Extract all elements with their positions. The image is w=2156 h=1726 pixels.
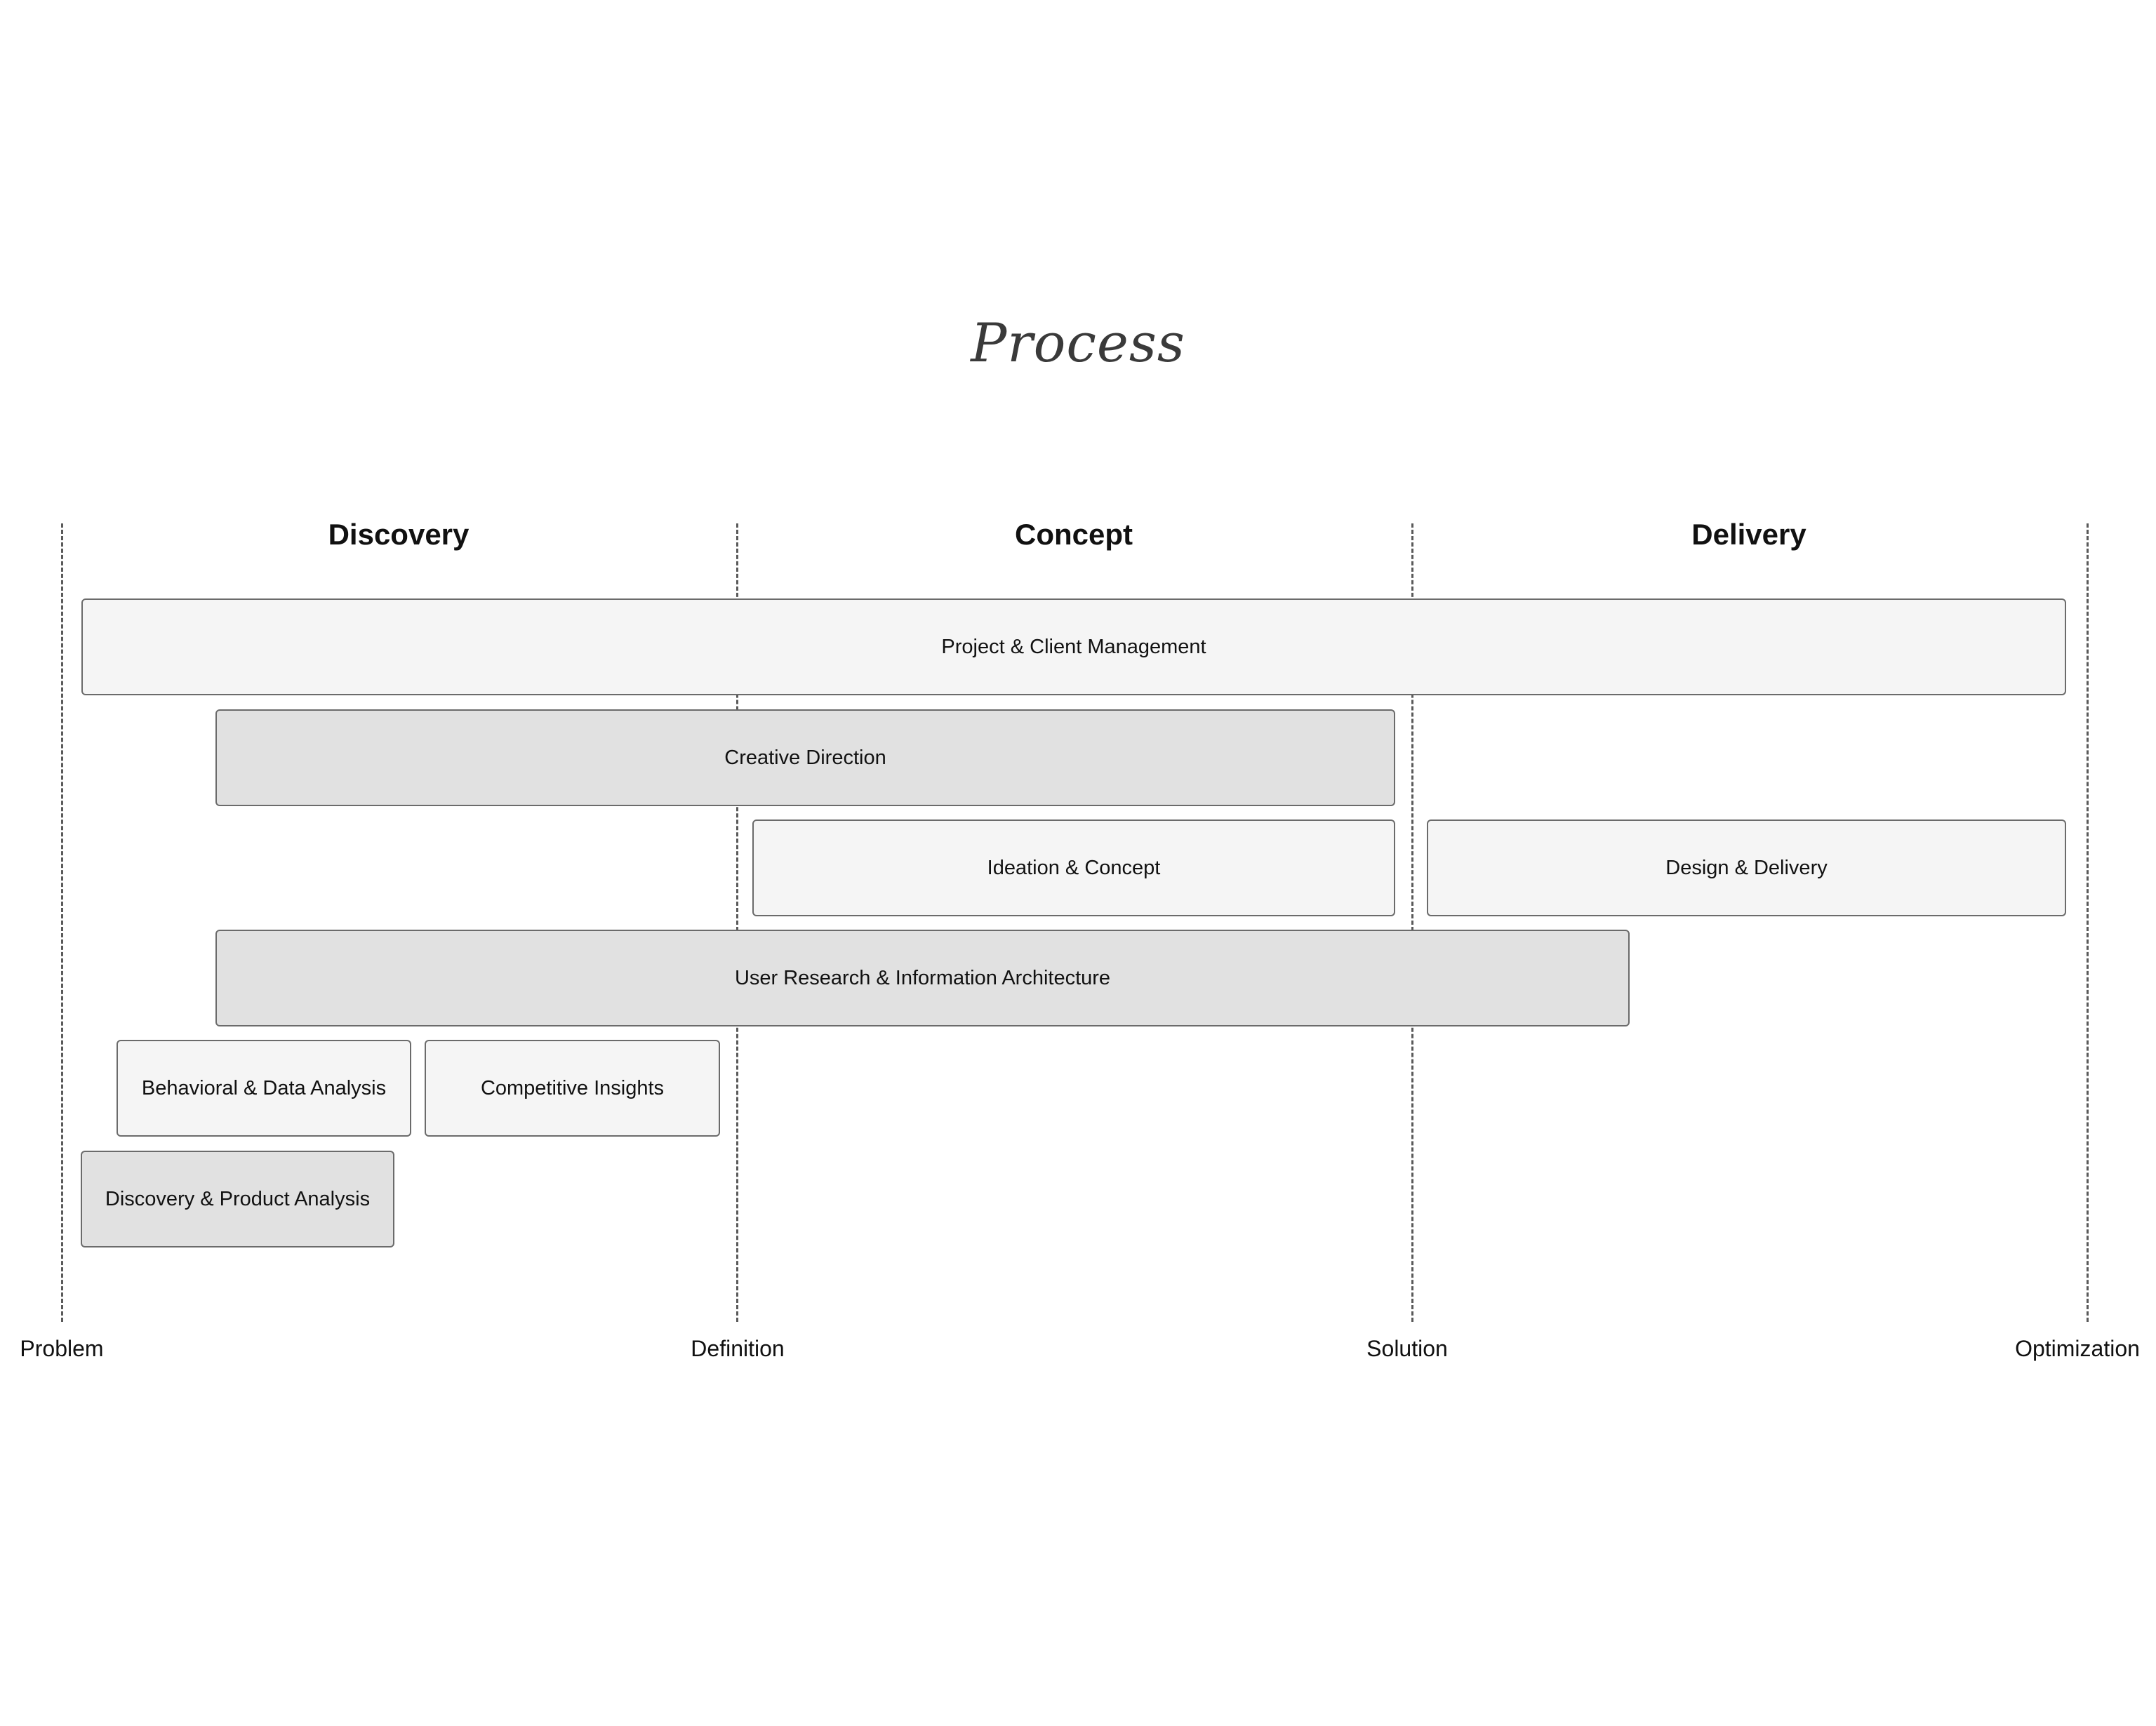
divider-problem [61, 523, 63, 1322]
bar-behavioral-data-analysis: Behavioral & Data Analysis [117, 1040, 411, 1137]
bar-discovery-product-analysis: Discovery & Product Analysis [81, 1151, 394, 1247]
bar-user-research-ia: User Research & Information Architecture [215, 930, 1630, 1026]
bar-ideation-concept: Ideation & Concept [752, 819, 1395, 916]
divider-solution [1411, 523, 1413, 1322]
divider-definition [736, 523, 738, 1322]
milestone-solution: Solution [1366, 1336, 1448, 1361]
divider-optimization [2087, 523, 2089, 1322]
bar-competitive-insights: Competitive Insights [425, 1040, 720, 1137]
milestone-problem: Problem [20, 1336, 104, 1361]
bar-creative-direction: Creative Direction [215, 709, 1395, 806]
diagram-title: Process [971, 312, 1185, 374]
bar-project-client-management: Project & Client Management [81, 598, 2066, 695]
phase-discovery: Discovery [328, 518, 470, 551]
bar-design-delivery: Design & Delivery [1427, 819, 2066, 916]
phase-delivery: Delivery [1691, 518, 1806, 551]
milestone-optimization: Optimization [2015, 1336, 2140, 1361]
milestone-definition: Definition [691, 1336, 785, 1361]
phase-concept: Concept [1015, 518, 1133, 551]
